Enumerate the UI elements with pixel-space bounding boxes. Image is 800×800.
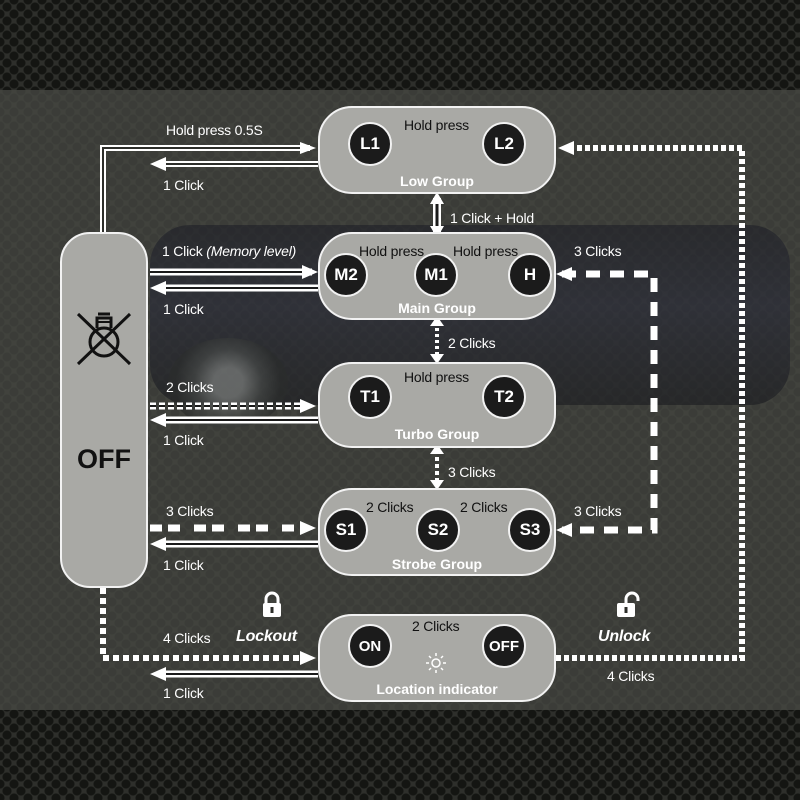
arrow-off-to-main xyxy=(150,265,318,279)
label-off-to-main: 1 Click (Memory level) xyxy=(162,243,296,259)
location-group-title: Location indicator xyxy=(376,681,498,697)
mode-off[interactable]: OFF xyxy=(482,624,526,668)
mode-m2[interactable]: M2 xyxy=(324,253,368,297)
label-main-to-right: 3 Clicks xyxy=(574,243,622,259)
label-off-to-low: Hold press 0.5S xyxy=(166,122,263,138)
arrow-lockout-to-low xyxy=(556,141,745,661)
label-off-to-lockout: 4 Clicks xyxy=(163,630,211,646)
bulb-off-icon xyxy=(76,312,132,366)
label-main-to-off: 1 Click xyxy=(163,301,204,317)
off-label: OFF xyxy=(77,444,131,474)
label-lockout-to-low: 4 Clicks xyxy=(607,668,655,684)
mode-s2[interactable]: S2 xyxy=(416,508,460,552)
strobe-group-title: Strobe Group xyxy=(391,556,483,572)
label-low-main: 1 Click + Hold xyxy=(450,210,534,226)
arrow-low-to-off xyxy=(150,157,318,171)
label-unlock: Unlock xyxy=(598,628,651,645)
label-turbo-to-off: 1 Click xyxy=(163,432,204,448)
arrow-strobe-to-off xyxy=(150,537,318,551)
label-low-to-off: 1 Click xyxy=(163,177,204,193)
label-turbo-strobe: 3 Clicks xyxy=(448,464,496,480)
main-transition-2-label: Hold press xyxy=(453,243,518,259)
arrow-lockout-to-off xyxy=(150,667,318,681)
low-group-title: Low Group xyxy=(400,173,474,189)
mode-on[interactable]: ON xyxy=(348,624,392,668)
turbo-group-title: Turbo Group xyxy=(394,426,480,442)
arrow-off-to-strobe xyxy=(150,521,316,535)
low-transition-label: Hold press xyxy=(404,117,469,133)
mode-t2[interactable]: T2 xyxy=(482,375,526,419)
mode-l2[interactable]: L2 xyxy=(482,122,526,166)
lock-icon xyxy=(263,591,281,617)
unlock-icon xyxy=(617,591,640,617)
mode-h[interactable]: H xyxy=(508,253,552,297)
arrow-turbo-to-off xyxy=(150,413,318,427)
mode-m1[interactable]: M1 xyxy=(414,253,458,297)
main-group-title: Main Group xyxy=(398,300,476,316)
arrow-off-to-turbo xyxy=(150,399,316,413)
label-off-to-main-click: 1 Click xyxy=(162,243,207,259)
label-strobe-to-off: 1 Click xyxy=(163,557,204,573)
label-memory-level: (Memory level) xyxy=(206,243,297,259)
strobe-transition-2-label: 2 Clicks xyxy=(460,499,508,515)
flashlight-lens-photo xyxy=(168,338,288,428)
location-transition-label: 2 Clicks xyxy=(412,618,460,634)
arrow-main-to-off xyxy=(150,281,318,295)
label-lockout-to-off: 1 Click xyxy=(163,685,204,701)
mode-t1[interactable]: T1 xyxy=(348,375,392,419)
mode-s1[interactable]: S1 xyxy=(324,508,368,552)
arrow-turbo-strobe xyxy=(430,444,444,490)
arrow-main-turbo xyxy=(430,316,444,364)
main-transition-1-label: Hold press xyxy=(359,243,424,259)
sun-icon xyxy=(426,653,446,673)
label-lockout: Lockout xyxy=(236,628,297,645)
mode-l1[interactable]: L1 xyxy=(348,122,392,166)
arrow-main-strobe-right xyxy=(556,267,658,537)
off-panel xyxy=(60,232,148,588)
arrow-off-to-lockout xyxy=(100,588,316,665)
turbo-transition-label: Hold press xyxy=(404,369,469,385)
label-off-to-strobe: 3 Clicks xyxy=(166,503,214,519)
label-main-turbo: 2 Clicks xyxy=(448,335,496,351)
label-off-to-turbo: 2 Clicks xyxy=(166,379,214,395)
mode-s3[interactable]: S3 xyxy=(508,508,552,552)
strobe-transition-1-label: 2 Clicks xyxy=(366,499,414,515)
arrow-off-to-low xyxy=(100,142,316,232)
label-strobe-to-right: 3 Clicks xyxy=(574,503,622,519)
